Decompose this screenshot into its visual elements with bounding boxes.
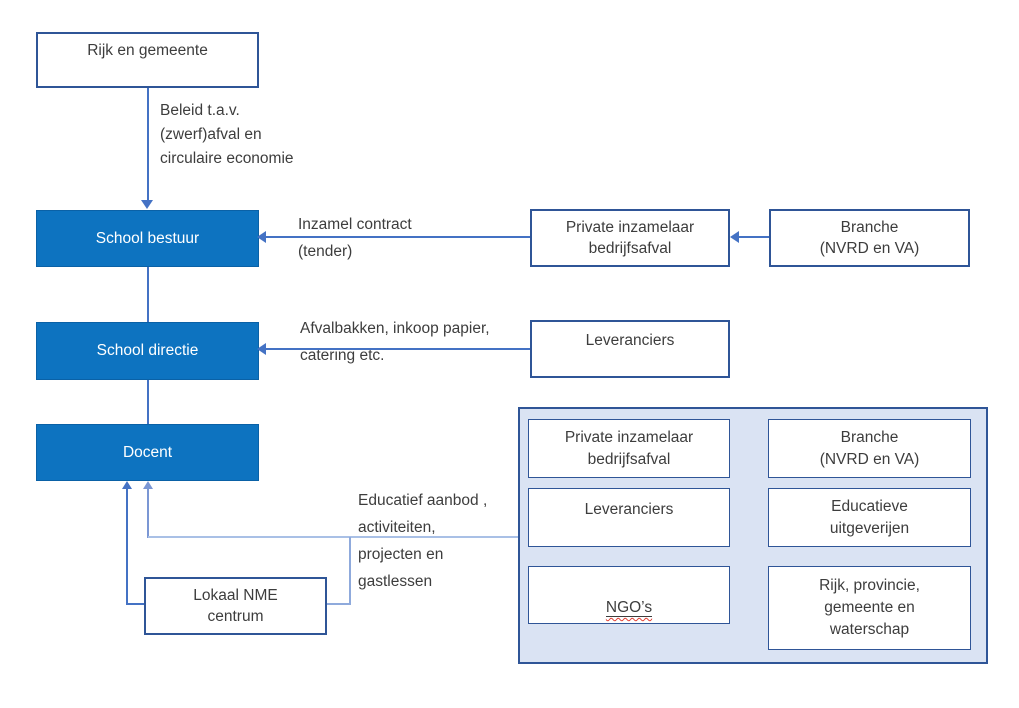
box-private-inzamelaar: Private inzamelaar bedrijfsafval bbox=[530, 209, 730, 267]
connector-nme-to-docent-horizontal bbox=[126, 603, 144, 605]
box-rijk-en-gemeente: Rijk en gemeente bbox=[36, 32, 259, 88]
box-school-directie: School directie bbox=[36, 322, 259, 380]
label-afvalbakken: Afvalbakken, inkoop papier, catering etc… bbox=[300, 320, 490, 364]
box-docent: Docent bbox=[36, 424, 259, 481]
box-leveranciers: Leveranciers bbox=[530, 320, 730, 378]
arrowhead-up-docent-right bbox=[143, 481, 153, 489]
connector-nme-right-vertical bbox=[349, 537, 351, 605]
connector-leveranciers-to-directie bbox=[266, 348, 530, 350]
panel-box-leveranciers: Leveranciers bbox=[528, 488, 730, 547]
connector-panel-to-docent-vertical bbox=[147, 489, 149, 538]
panel-box-rijk-provincie: Rijk, provincie, gemeente en waterschap bbox=[768, 566, 971, 650]
box-lokaal-nme-centrum: Lokaal NME centrum bbox=[144, 577, 327, 635]
label-inzamel-contract: Inzamel contract (tender) bbox=[298, 216, 412, 260]
label-beleid: Beleid t.a.v. (zwerf)afval en circulaire… bbox=[160, 102, 294, 167]
connector-directie-to-docent bbox=[147, 380, 149, 424]
panel-box-private-inzamelaar: Private inzamelaar bedrijfsafval bbox=[528, 419, 730, 478]
connector-branche-to-private bbox=[739, 236, 769, 238]
box-school-bestuur: School bestuur bbox=[36, 210, 259, 267]
connector-panel-to-docent-horizontal bbox=[148, 536, 518, 538]
connector-rijk-to-bestuur bbox=[147, 88, 149, 201]
panel-box-educatieve-uitgeverijen: Educatieve uitgeverijen bbox=[768, 488, 971, 547]
connector-nme-right-horizontal bbox=[327, 603, 351, 605]
box-branche: Branche (NVRD en VA) bbox=[769, 209, 970, 267]
arrowhead-left-bestuur bbox=[257, 231, 266, 243]
connector-nme-to-docent-vertical bbox=[126, 489, 128, 605]
arrowhead-up-docent-left bbox=[122, 481, 132, 489]
arrowhead-down-bestuur bbox=[141, 200, 153, 209]
label-educatief-aanbod: Educatief aanbod , activiteiten, project… bbox=[358, 492, 488, 590]
connector-private-to-bestuur bbox=[266, 236, 530, 238]
panel-box-ngos: NGO’s bbox=[528, 566, 730, 624]
arrowhead-left-private bbox=[730, 231, 739, 243]
panel-box-branche: Branche (NVRD en VA) bbox=[768, 419, 971, 478]
ngo-spellcheck-underline: NGO’s bbox=[605, 599, 653, 617]
connector-bestuur-to-directie bbox=[147, 267, 149, 322]
ngo-label: NGO’s bbox=[605, 599, 653, 617]
arrowhead-left-directie bbox=[257, 343, 266, 355]
